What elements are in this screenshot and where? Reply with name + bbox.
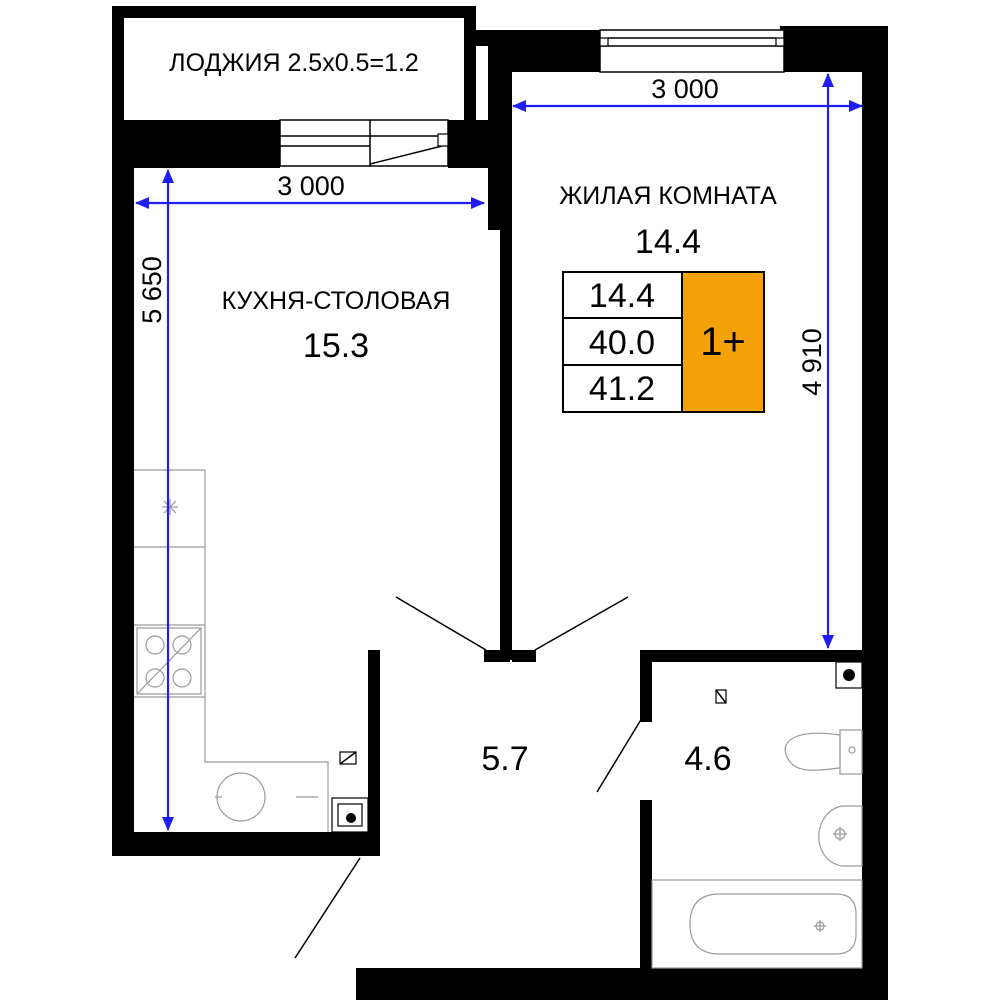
kitchen-hall-partition xyxy=(368,650,380,856)
washbasin-icon xyxy=(818,805,863,867)
right-outer-wall xyxy=(862,26,888,1000)
living-kitchen-wall xyxy=(500,230,512,660)
summary-total-area: 40.0 xyxy=(589,324,655,362)
hood-icon xyxy=(162,499,178,515)
summary-total-with-loggia: 41.2 xyxy=(589,370,655,408)
boiler-icon xyxy=(339,751,357,765)
bottom-wall xyxy=(356,968,888,1000)
living-room-area: 14.4 xyxy=(635,223,701,261)
bathtub-icon xyxy=(651,879,863,969)
dimension-lines xyxy=(135,73,863,831)
sink-icon xyxy=(215,772,318,822)
toilet-icon xyxy=(784,729,863,775)
kitchen-length-label: 5 650 xyxy=(137,256,167,324)
top-wall-ext xyxy=(780,26,888,46)
loggia-label: ЛОДЖИЯ 2.5x0.5=1.2 xyxy=(169,49,419,77)
summary-living-area: 14.4 xyxy=(589,277,655,315)
kitchen-area: 15.3 xyxy=(303,327,369,365)
ventilation-shaft-bath xyxy=(835,661,863,689)
top-wall-left xyxy=(464,30,604,46)
kitchen-bottom-wall xyxy=(112,832,380,856)
switch-icon xyxy=(715,689,727,704)
window-living xyxy=(599,29,785,73)
rooms-badge: 1+ xyxy=(700,320,746,364)
bathroom-left-wall-bottom xyxy=(640,800,652,980)
ventilation-shaft-kitchen xyxy=(331,797,369,833)
bathroom-top-wall xyxy=(640,650,862,662)
kitchen-top-wall-right xyxy=(448,120,488,168)
hall-area: 5.7 xyxy=(481,740,528,778)
living-room-name: ЖИЛАЯ КОМНАТА xyxy=(559,182,777,210)
kitchen-name: КУХНЯ-СТОЛОВАЯ xyxy=(222,287,451,315)
summary-table: 14.4 40.0 41.2 1+ xyxy=(562,271,765,413)
living-top-wall-left xyxy=(488,46,600,72)
bathroom-left-wall-top xyxy=(640,650,652,722)
loggia-wall-left xyxy=(112,6,124,132)
rooms-badge-bg xyxy=(682,272,764,412)
living-door-post-right xyxy=(512,650,536,662)
kitchen-width-label: 3 000 xyxy=(277,171,345,201)
kitchen-counter xyxy=(134,469,329,832)
bathroom-area: 4.6 xyxy=(684,740,731,778)
kitchen-top-wall-left xyxy=(112,120,280,168)
living-length-label: 4 910 xyxy=(797,328,827,396)
door-swings xyxy=(294,596,643,959)
walls xyxy=(112,6,888,1000)
living-top-wall-right xyxy=(784,46,864,72)
living-kitchen-wall-top xyxy=(488,72,512,230)
loggia-wall-top xyxy=(112,6,476,18)
living-door-post-left xyxy=(484,650,510,662)
living-width-label: 3 000 xyxy=(651,74,719,104)
kitchen-left-wall xyxy=(112,120,134,856)
window-loggia xyxy=(279,119,449,167)
loggia-wall-right xyxy=(464,6,476,132)
